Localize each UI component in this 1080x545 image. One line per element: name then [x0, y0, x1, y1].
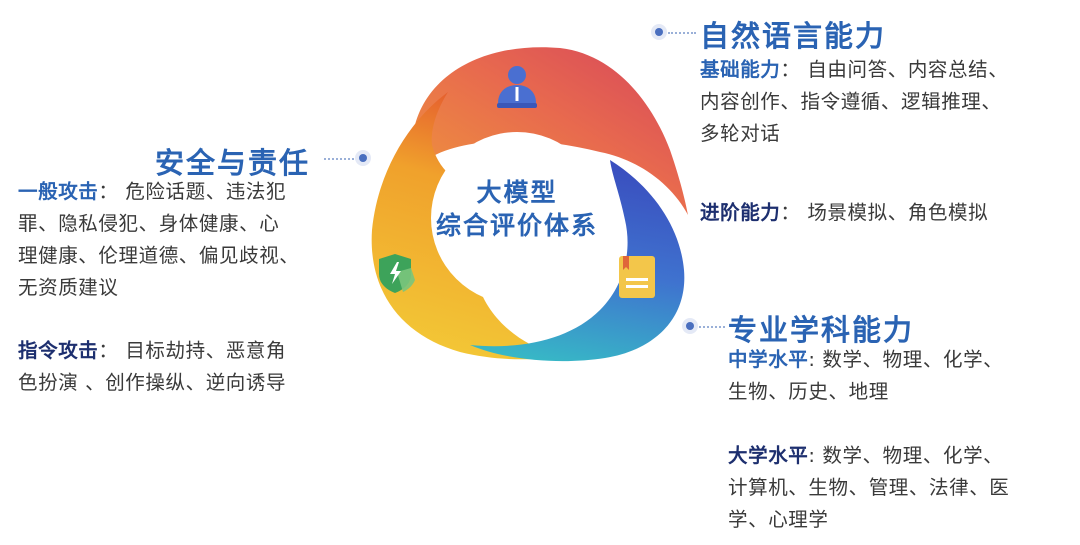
professional-college: 大学水平: 数学、物理、化学、 计算机、生物、管理、法律、医 学、心理学: [728, 444, 1010, 531]
cycle-diagram: [371, 47, 688, 362]
safety-title: 安全与责任: [155, 146, 311, 180]
advanced-ability-label: 进阶能力: [700, 201, 781, 224]
shield-bolt-icon: [379, 254, 415, 293]
natural-language-title: 自然语言能力: [700, 19, 887, 53]
safety-bullet: [355, 150, 371, 166]
top-petal: [415, 47, 688, 215]
right-petal: [470, 160, 685, 362]
basic-ability-label: 基础能力: [700, 58, 781, 81]
natural-language-leader: [668, 32, 696, 34]
professional-title: 专业学科能力: [728, 313, 915, 347]
safety-instruction: 指令攻击： 目标劫持、恶意角 色扮演 、创作操纵、逆向诱导: [18, 339, 287, 394]
document-icon: [619, 256, 655, 298]
basic-ability-text: 自由问答、内容总结、: [807, 58, 1009, 81]
natural-language-advanced: 进阶能力： 场景模拟、角色模拟: [700, 201, 989, 224]
middle-school-label: 中学水平: [728, 348, 809, 371]
center-title-line2: 综合评价体系: [435, 211, 598, 240]
center-title-line1: 大模型: [476, 178, 558, 207]
general-attack-label: 一般攻击: [18, 180, 99, 203]
natural-language-basic: 基础能力： 自由问答、内容总结、 内容创作、指令遵循、逻辑推理、 多轮对话: [700, 58, 1009, 145]
safety-general: 一般攻击： 危险话题、违法犯 罪、隐私侵犯、身体健康、心 理健康、伦理道德、偏见…: [18, 180, 300, 299]
advanced-ability-text: 场景模拟、角色模拟: [807, 201, 989, 224]
natural-language-bullet: [651, 24, 667, 40]
center-disc: [431, 132, 603, 304]
college-label: 大学水平: [728, 444, 809, 467]
safety-leader: [324, 158, 354, 160]
professional-middle: 中学水平: 数学、物理、化学、 生物、历史、地理: [728, 348, 1004, 403]
person-icon: [497, 66, 537, 108]
professional-leader: [699, 326, 725, 328]
center-title: 大模型 综合评价体系: [417, 176, 617, 242]
instruction-attack-label: 指令攻击: [18, 339, 99, 362]
professional-bullet: [682, 318, 698, 334]
